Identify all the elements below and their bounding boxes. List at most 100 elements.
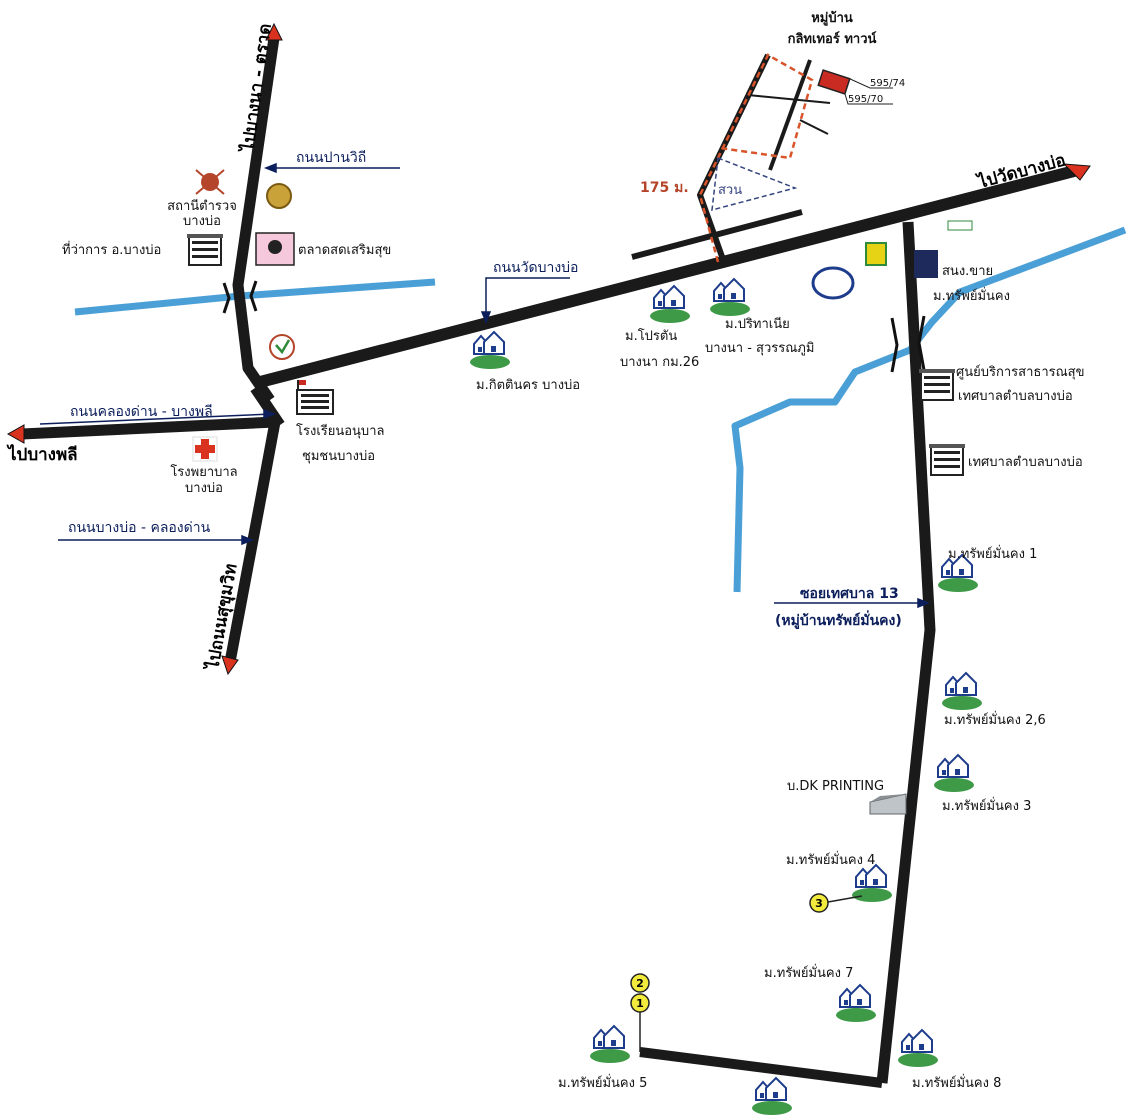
house-bottom-icon — [751, 1077, 793, 1116]
house-sap26-icon — [941, 672, 983, 711]
road-sap5-link — [639, 1047, 883, 1088]
porton-label-1: ม.โปรตัน — [625, 328, 677, 344]
fresh-market-label: ตลาดสดเสริมสุข — [298, 243, 391, 258]
marker-1-label: 1 — [636, 997, 644, 1010]
marker-3-leader — [827, 895, 863, 903]
bank-leaf-icon — [275, 339, 291, 355]
sap5-label: ม.ทรัพย์มั่นคง 5 — [558, 1074, 647, 1091]
to-bangphli-label: ไปบางพลี — [6, 444, 78, 465]
factory-icon — [869, 793, 907, 815]
health-center-label-2: เทศบาลตำบลบางบ่อ — [958, 389, 1073, 404]
road-pana-withi-label: ถนนปานวิถี — [296, 150, 366, 166]
sap1-label: ม.ทรัพย์มั่นคง 1 — [948, 545, 1037, 562]
plot-callout-2 — [844, 93, 893, 105]
soi-tessaban-13-sub-label: (หมู่บ้านทรัพย์มั่นคง) — [775, 610, 902, 629]
plot-label-1: 595/74 — [870, 78, 905, 89]
municipality-label: เทศบาลตำบลบางบ่อ — [968, 455, 1083, 470]
school-label-1: โรงเรียนอนุบาล — [296, 423, 384, 439]
garden-label: สวน — [718, 183, 742, 198]
police-station-label-2: บางบ่อ — [183, 214, 221, 229]
road-label-arrow-khlongdan — [39, 413, 273, 425]
plot-label-2: 595/70 — [848, 94, 883, 105]
arrowhead-pana-icon — [263, 162, 277, 174]
marker-3-label: 3 — [815, 897, 823, 910]
house-sap5-icon — [589, 1025, 631, 1064]
road-wat-bangbo-main — [258, 164, 1080, 388]
road-village-cross-2 — [799, 119, 829, 135]
marker-3: 3 — [809, 893, 829, 913]
road-soi-tessaban-13 — [876, 221, 936, 1084]
road-wat-bangbo-label: ถนนวัดบางบ่อ — [493, 260, 578, 276]
road-bangbo-khlongdan-label: ถนนบางบ่อ - คลองด่าน — [68, 520, 211, 536]
hospital-label-2: บางบ่อ — [185, 481, 223, 496]
house-sap7-icon — [835, 984, 877, 1023]
police-icon — [195, 169, 225, 195]
sap8-label: ม.ทรัพย์มั่นคง 8 — [912, 1074, 1001, 1091]
arrow-north-icon — [265, 22, 283, 41]
route-to-village — [698, 53, 814, 263]
sap3-label: ม.ทรัพย์มั่นคง 3 — [942, 797, 1031, 814]
road-connector — [250, 384, 285, 429]
sap7-label: ม.ทรัพย์มั่นคง 7 — [764, 964, 853, 981]
dk-printing-label: บ.DK PRINTING — [787, 779, 884, 794]
bridge-left — [222, 280, 258, 314]
sap4-label: ม.ทรัพย์มั่นคง 4 — [786, 851, 875, 868]
village-title-line1: หมู่บ้าน — [811, 10, 853, 26]
market-vendor-icon — [268, 240, 282, 254]
road-label-arrow-wat — [485, 277, 570, 318]
hospital-icon — [192, 436, 218, 462]
municipality-icon — [928, 443, 966, 476]
hospital-label-1: โรงพยาบาล — [170, 464, 237, 480]
pritanea-label-1: ม.ปริทาเนีย — [725, 316, 790, 332]
bank-icon — [269, 334, 295, 360]
plot-callout-1 — [847, 77, 893, 89]
road-network — [21, 37, 1080, 1088]
health-center-label-1: ศูนย์บริการสาธารณสุข — [956, 364, 1084, 380]
sap26-label: ม.ทรัพย์มั่นคง 2,6 — [944, 711, 1046, 728]
health-center-icon — [918, 368, 956, 401]
house-sap8-icon — [897, 1029, 939, 1068]
distance-label: 175 ม. — [640, 180, 689, 196]
school-label-2: ชุมชนบางบ่อ — [302, 449, 375, 464]
road-khlongdan-bangphli — [21, 416, 281, 664]
kittinakorn-label: ม.กิตตินคร บางบ่อ — [476, 378, 580, 393]
marker-2: 2 — [630, 973, 650, 993]
road-bangna-trat — [232, 37, 280, 404]
football-club-icon — [811, 266, 855, 300]
convenience-store-icon — [947, 220, 973, 231]
house-pritanea-icon — [709, 278, 751, 317]
arrow-east-icon — [1062, 163, 1091, 181]
road-village-cross-1 — [747, 94, 831, 104]
police-station-label-1: สถานีตำรวจ — [167, 198, 237, 214]
house-kittinakorn-icon — [469, 331, 511, 370]
school-icon — [296, 380, 334, 415]
arrow-south-icon — [221, 655, 239, 676]
fuel-station-icon — [865, 242, 887, 266]
porton-label-2: บางนา กม.26 — [620, 355, 699, 370]
district-office-label: ที่ว่าการ อ.บางบ่อ — [62, 241, 161, 258]
marker-2-label: 2 — [636, 977, 644, 990]
garden-area — [711, 156, 798, 212]
marker-1: 1 — [630, 993, 650, 1013]
river-right — [731, 226, 1127, 593]
sales-office-icon — [914, 250, 938, 278]
house-sap3-icon — [933, 754, 975, 793]
sales-office-label-1: สนง.ขาย — [942, 264, 993, 279]
road-khlongdan-bangphli-label: ถนนคลองด่าน - บางพลี — [70, 404, 213, 420]
arrowhead-bangbo-icon — [241, 534, 255, 546]
arrow-west-icon — [6, 424, 25, 444]
district-office-icon — [186, 233, 224, 266]
road-side-spur — [631, 209, 803, 260]
sales-office-label-2: ม.ทรัพย์มั่นคง — [933, 287, 1010, 304]
road-village-inner — [768, 59, 812, 171]
plot-highlight — [817, 69, 851, 95]
pritanea-label-2: บางนา - สุวรรณภูมิ — [705, 341, 814, 356]
house-porton-icon — [649, 285, 691, 324]
soi-tessaban-13-label: ซอยเทศบาล 13 — [800, 586, 899, 602]
arrowhead-wat-icon — [480, 311, 492, 325]
arrowhead-khlongdan-icon — [263, 408, 277, 420]
village-title-line2: กลิทเทอร์ ทาวน์ — [788, 31, 877, 47]
arrowhead-soi-icon — [917, 597, 931, 609]
bridge-right — [890, 315, 926, 373]
